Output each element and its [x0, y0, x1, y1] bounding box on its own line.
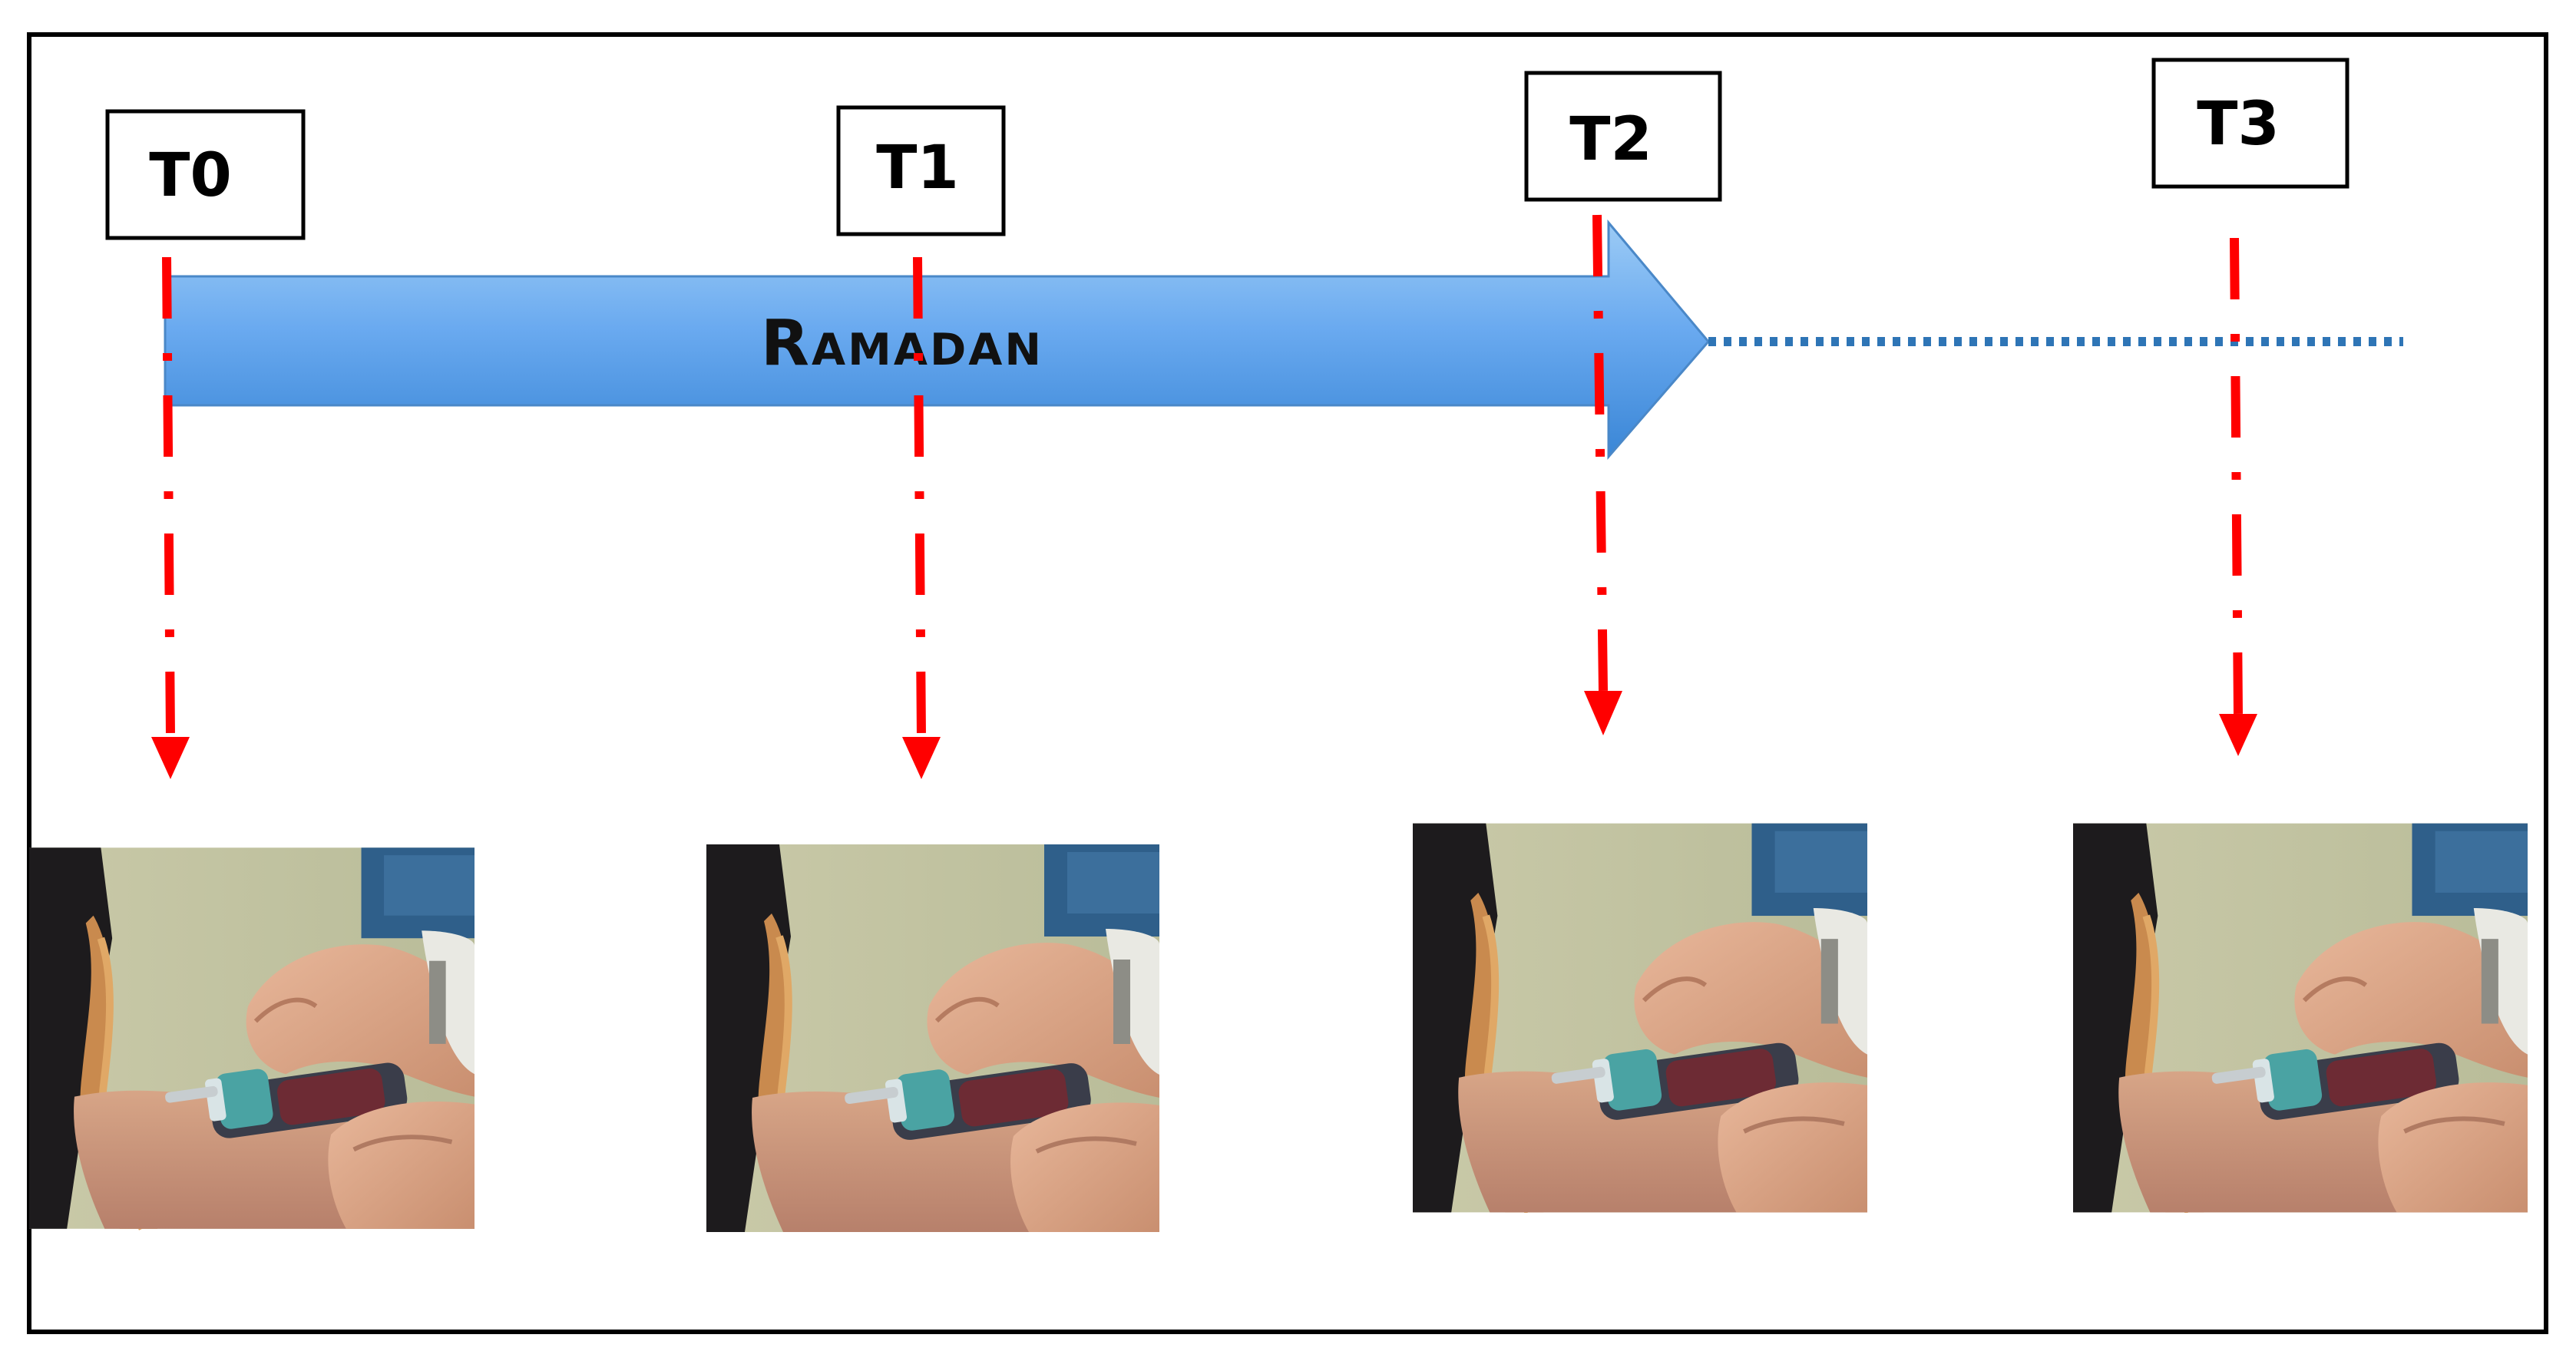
red-dashdot-line: [2230, 237, 2243, 715]
timepoint-t0: T0: [105, 109, 306, 240]
red-down-arrow-icon: [902, 737, 941, 779]
timepoint-box: [105, 109, 306, 240]
timepoint-label: T3: [2197, 90, 2279, 159]
red-down-arrow-icon: [2219, 714, 2257, 756]
timepoint-box: [836, 105, 1006, 236]
timepoint-t2: T2: [1524, 71, 1722, 202]
timepoint-label: T1: [876, 134, 958, 203]
red-down-arrow-icon: [151, 737, 190, 779]
ramadan-label: Ramadan: [761, 307, 1043, 380]
red-down-arrow-icon: [1584, 691, 1622, 735]
red-dashdot-line: [1592, 214, 1608, 692]
marker-t0: [151, 256, 190, 779]
timepoint-box: [1524, 71, 1722, 202]
marker-t3: [2219, 237, 2257, 756]
timepoint-box: [2151, 58, 2349, 189]
timepoint-t3: T3: [2151, 58, 2349, 189]
marker-t2: [1584, 214, 1622, 735]
ramadan-arrow-shape: [164, 219, 1710, 461]
red-dashdot-line: [913, 256, 926, 738]
blood-sample-photo-t1: [706, 844, 1159, 1232]
blood-sample-photo-t3: [2073, 824, 2528, 1213]
timepoint-label: T2: [1569, 105, 1652, 174]
red-dashdot-line: [162, 256, 175, 738]
blood-sample-photo-t0: [29, 847, 475, 1228]
marker-t1: [902, 256, 941, 779]
blood-sample-photo-t2: [1413, 824, 1867, 1213]
timepoint-label: T0: [149, 141, 231, 210]
ramadan-period-arrow: Ramadan: [164, 219, 1710, 461]
diagram-frame: [27, 32, 2548, 1334]
timepoint-t1: T1: [836, 105, 1006, 236]
